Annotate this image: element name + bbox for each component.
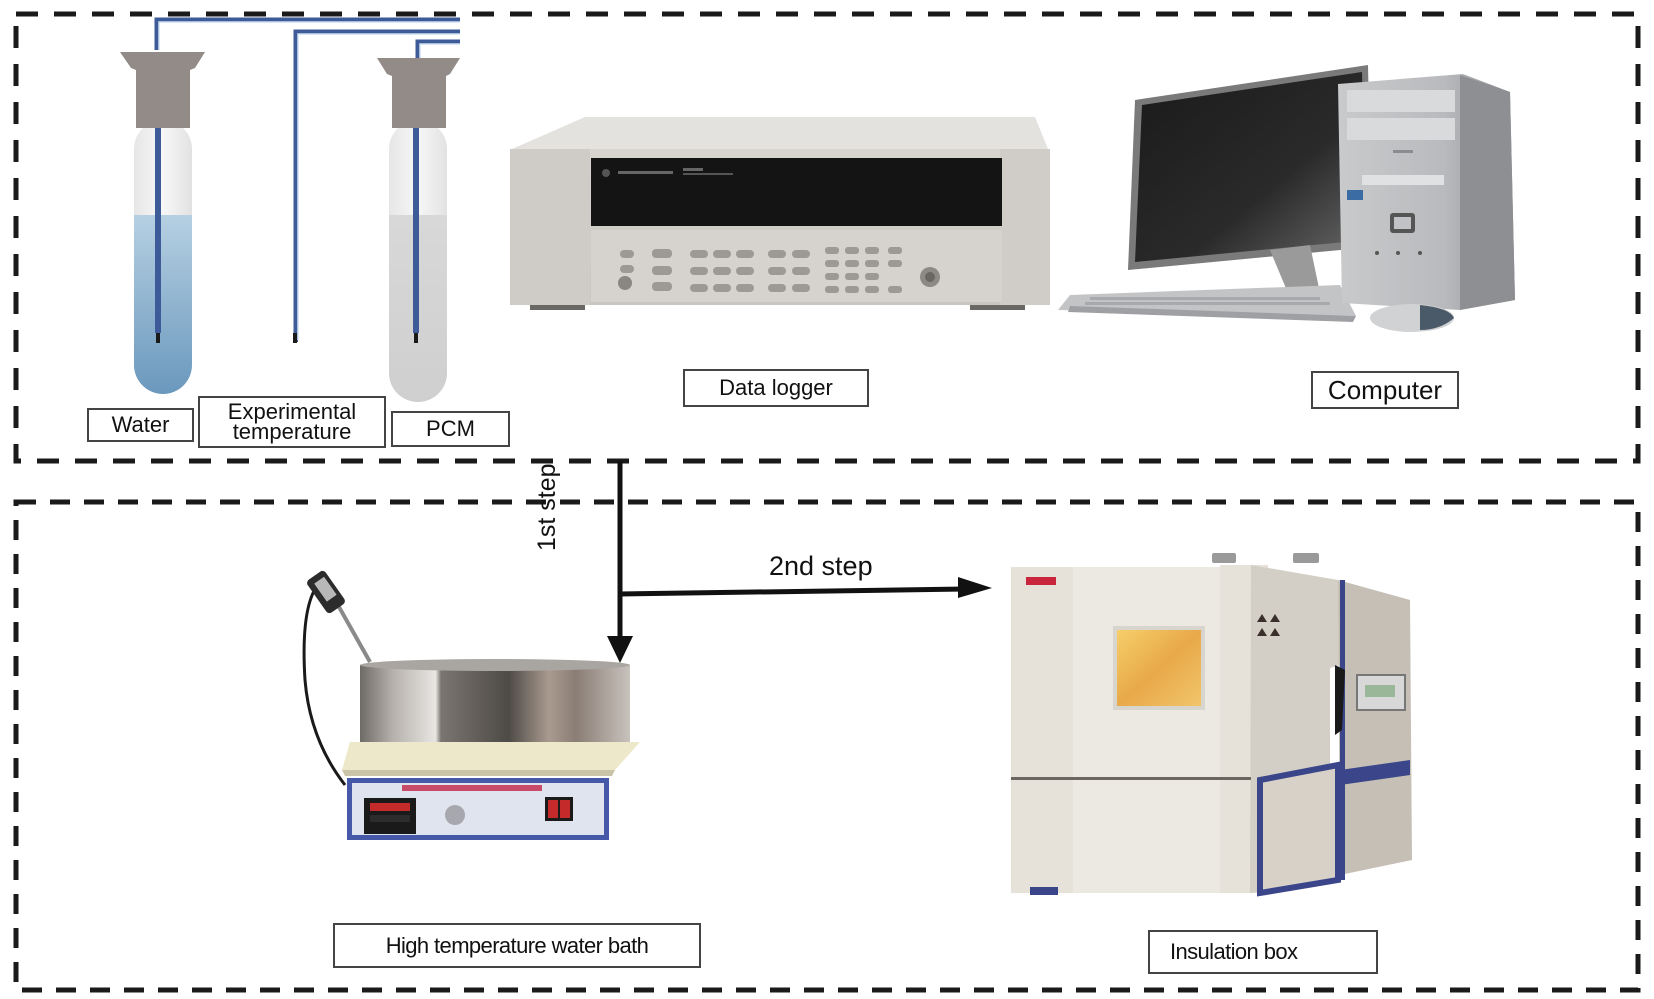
label-computer-text: Computer [1327, 375, 1443, 405]
label-water-text: Water [111, 412, 170, 437]
step1-arrow-head [607, 636, 633, 663]
data-logger-device [510, 117, 1050, 310]
label-experimental-line2: temperature [232, 419, 352, 444]
pcm-test-tube [377, 58, 460, 402]
water-test-tube [120, 52, 205, 394]
step2-label: 2nd step [769, 551, 873, 582]
probe-wires [154, 17, 460, 340]
experimental-temperature-probe [293, 333, 298, 343]
computer-device [1058, 65, 1515, 332]
label-data-logger: Data logger [683, 369, 869, 407]
label-insulation-box: Insulation box [1148, 930, 1378, 974]
label-pcm-text: PCM [426, 416, 475, 441]
step2-arrow-head [958, 577, 992, 598]
pcm-stopper [377, 58, 460, 128]
insulation-box-device [1011, 553, 1412, 897]
step2-label-text: 2nd step [769, 551, 873, 581]
label-computer: Computer [1311, 371, 1459, 409]
label-water-bath-text: High temperature water bath [385, 932, 649, 958]
label-water: Water [87, 408, 194, 442]
measurement-system-frame [13, 11, 1641, 464]
step1-label-text: 1st step [533, 463, 561, 551]
step1-label: 1st step [533, 463, 562, 551]
water-bath-dial [445, 805, 465, 825]
label-insulation-box-text: Insulation box [1170, 939, 1298, 964]
label-pcm: PCM [391, 411, 510, 447]
step2-arrow-shaft [619, 586, 966, 597]
label-data-logger-text: Data logger [719, 375, 833, 400]
water-bath-device [302, 570, 640, 840]
label-water-bath: High temperature water bath [333, 923, 701, 968]
label-experimental-temperature: Experimental temperature [198, 396, 386, 448]
label-experimental-line1: Experimental [227, 399, 357, 424]
flow-arrows [607, 461, 992, 663]
water-stopper [120, 52, 205, 128]
